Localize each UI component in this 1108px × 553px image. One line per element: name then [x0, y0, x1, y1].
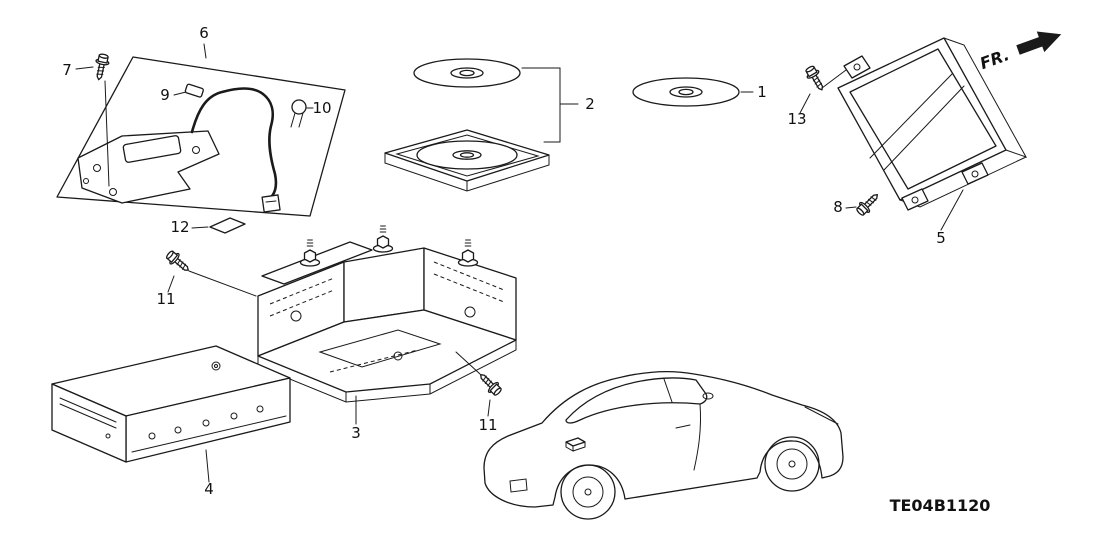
cable-connector: [261, 194, 281, 213]
display-unit-5: [837, 37, 1028, 231]
gps-antenna-assembly: [77, 87, 281, 213]
bracket-stud: [372, 225, 394, 253]
screw-11-left: [163, 248, 257, 297]
mounting-tab: [961, 162, 989, 185]
antenna-module: [122, 135, 182, 163]
callout-label-1: 1: [757, 83, 767, 101]
callout-label-5: 5: [936, 229, 946, 247]
bracket-stud: [299, 239, 321, 267]
screw-13: [799, 63, 847, 114]
navigation-unit-4: [51, 345, 291, 483]
callout-label-10: 10: [312, 99, 331, 117]
mounting-bracket-3: [257, 225, 517, 425]
callout-label-8: 8: [833, 198, 843, 216]
callout-label-11b: 11: [478, 416, 497, 434]
navigation-disc-1: [632, 77, 754, 107]
harness-clip-9: [173, 83, 204, 98]
screw-8: [845, 189, 883, 219]
callout-label-11a: 11: [156, 290, 175, 308]
rear-wheel: [560, 464, 616, 520]
antenna-location-marker: [565, 437, 586, 452]
callout-label-4: 4: [204, 480, 214, 498]
diagram-code: TE04B1120: [890, 496, 991, 515]
screw-11-bottom: [455, 351, 505, 417]
display-screen: [849, 48, 997, 190]
callout-label-7: 7: [62, 61, 72, 79]
fr-label: FR.: [977, 45, 1011, 73]
front-wheel: [764, 436, 820, 492]
callout-label-6: 6: [199, 24, 209, 42]
callout-label-9: 9: [160, 86, 170, 104]
callout-label-3: 3: [351, 424, 361, 442]
fr-direction-arrow: FR.: [977, 31, 1062, 73]
bolt-7: [75, 52, 112, 187]
harness-clip-10: [290, 99, 314, 128]
navigation-disc-kit-2: [384, 58, 579, 192]
bracket-stud: [457, 239, 479, 267]
callout-label-12: 12: [170, 218, 189, 236]
mounting-tab: [843, 55, 871, 79]
bracket-line: [521, 67, 579, 143]
antenna-kit-boundary-6: [56, 43, 346, 217]
gps-antenna-plate: [77, 130, 220, 204]
mounting-tab: [901, 188, 929, 211]
car-illustration: [483, 370, 844, 520]
antenna-cable: [190, 87, 278, 198]
arrow-icon: [1016, 31, 1062, 55]
callout-label-13: 13: [787, 110, 806, 128]
callout-label-2: 2: [585, 95, 595, 113]
grommet-12: [191, 217, 246, 234]
